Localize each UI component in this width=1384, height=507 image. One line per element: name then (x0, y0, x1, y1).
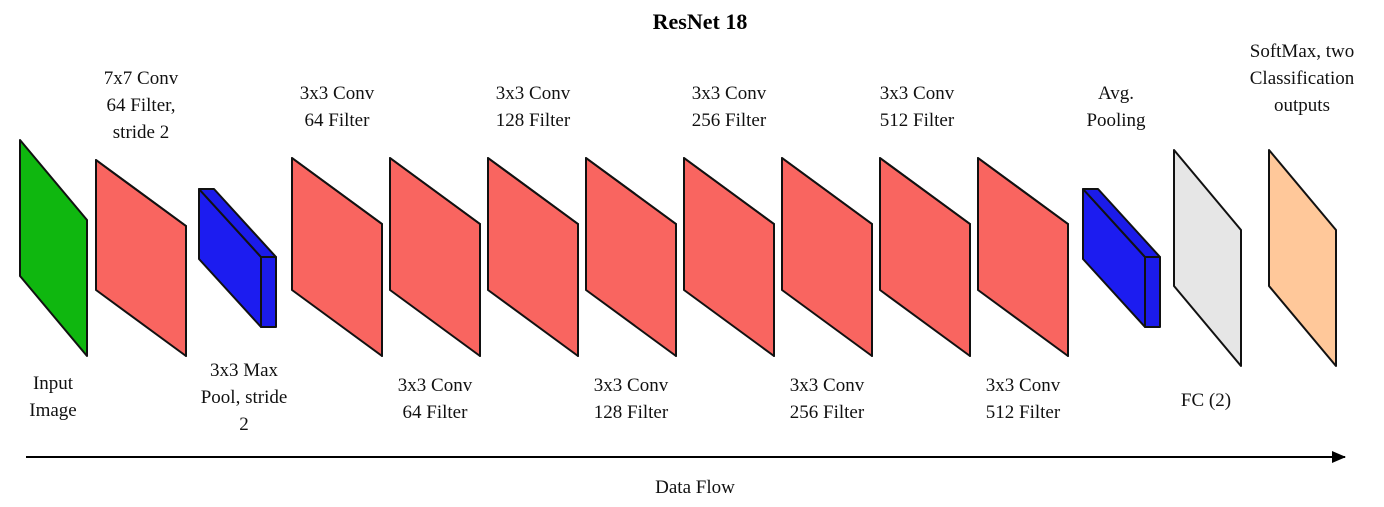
block-fc (1173, 149, 1242, 367)
label-line: 7x7 Conv (104, 68, 179, 89)
block-conv512b (977, 157, 1069, 357)
label-line: 256 Filter (790, 402, 865, 423)
label-line: 3x3 Conv (496, 83, 571, 104)
block-maxpool (198, 188, 277, 328)
block-conv128b (585, 157, 677, 357)
label-line: Image (29, 400, 76, 421)
label-line: 3x3 Conv (398, 375, 473, 396)
data-flow-label: Data Flow (655, 477, 735, 498)
block-conv64b (389, 157, 481, 357)
label-line: Pooling (1086, 110, 1146, 131)
label-fc: FC (2) (1181, 390, 1231, 411)
label-conv512a: 3x3 Conv 512 Filter (880, 83, 955, 131)
label-line: 64 Filter, (107, 95, 176, 116)
block-input (19, 139, 88, 357)
label-conv64b: 3x3 Conv 64 Filter (398, 375, 473, 423)
block-avgpool (1082, 188, 1161, 328)
label-line: 128 Filter (496, 110, 571, 131)
block-conv256b (781, 157, 873, 357)
label-line: 3x3 Conv (692, 83, 767, 104)
block-conv7 (95, 159, 187, 357)
label-line: 512 Filter (986, 402, 1061, 423)
label-conv128a: 3x3 Conv 128 Filter (496, 83, 571, 131)
label-line: 3x3 Conv (300, 83, 375, 104)
label-line: 3x3 Conv (880, 83, 955, 104)
block-conv128a (487, 157, 579, 357)
label-conv256a: 3x3 Conv 256 Filter (692, 83, 767, 131)
label-conv256b: 3x3 Conv 256 Filter (790, 375, 865, 423)
label-line: FC (2) (1181, 390, 1231, 411)
block-conv256a (683, 157, 775, 357)
label-line: Pool, stride (201, 387, 288, 408)
label-line: 2 (239, 414, 249, 435)
label-avgpool: Avg. Pooling (1086, 83, 1146, 131)
label-conv7: 7x7 Conv 64 Filter, stride 2 (104, 68, 179, 143)
diagram-title: ResNet 18 (653, 9, 748, 34)
label-line: 256 Filter (692, 110, 767, 131)
label-line: Classification (1250, 68, 1355, 89)
block-conv64a (291, 157, 383, 357)
label-line: 3x3 Conv (594, 375, 669, 396)
label-conv512b: 3x3 Conv 512 Filter (986, 375, 1061, 423)
label-line: 64 Filter (403, 402, 469, 423)
label-line: 3x3 Max (210, 360, 279, 381)
label-line: 3x3 Conv (790, 375, 865, 396)
label-line: Input (33, 373, 74, 394)
label-line: Avg. (1098, 83, 1134, 104)
block-softmax (1268, 149, 1337, 367)
label-line: 128 Filter (594, 402, 669, 423)
label-conv128b: 3x3 Conv 128 Filter (594, 375, 669, 423)
label-line: stride 2 (113, 122, 169, 143)
label-line: outputs (1274, 95, 1330, 116)
block-conv512a (879, 157, 971, 357)
blocks-layer (19, 139, 1337, 367)
label-line: 512 Filter (880, 110, 955, 131)
label-line: 3x3 Conv (986, 375, 1061, 396)
label-conv64a: 3x3 Conv 64 Filter (300, 83, 375, 131)
label-line: SoftMax, two (1250, 41, 1355, 62)
label-line: 64 Filter (305, 110, 371, 131)
